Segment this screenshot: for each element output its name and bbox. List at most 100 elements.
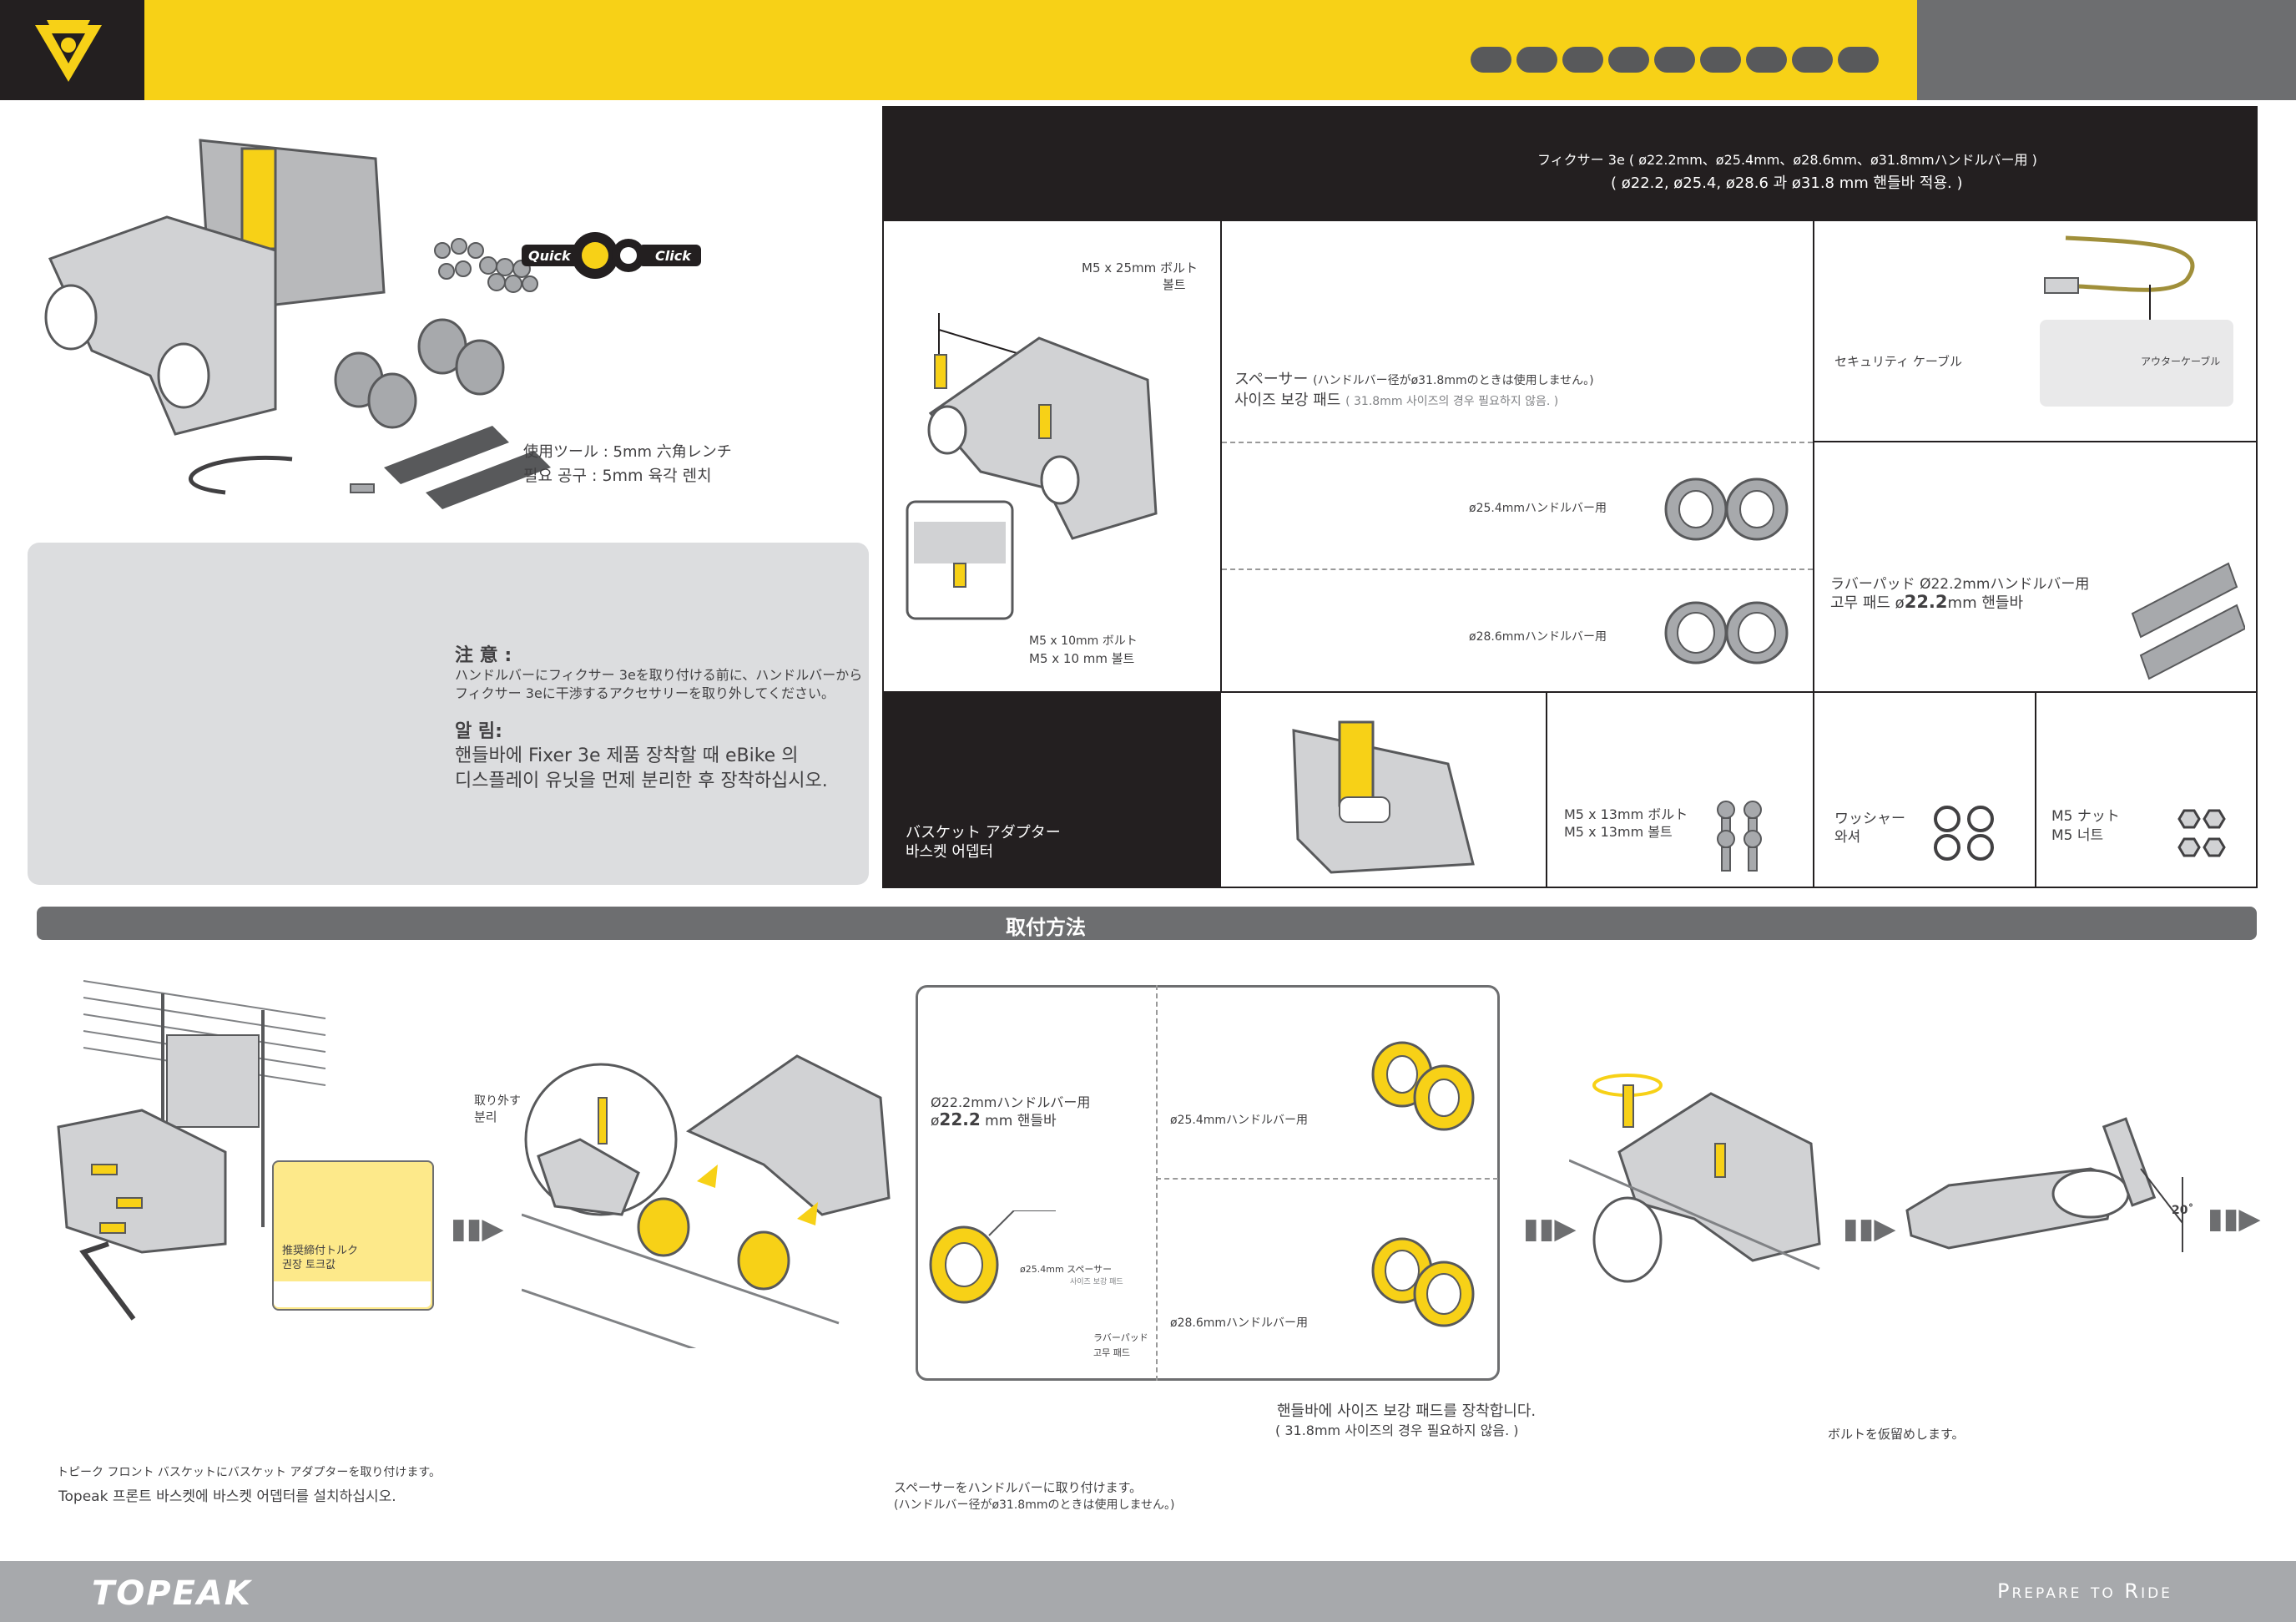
spacer-286-icon <box>1664 601 1789 664</box>
language-dot <box>1654 47 1695 73</box>
table-divider <box>2035 693 2036 887</box>
language-dot <box>1746 47 1787 73</box>
box-254-spacer-icon <box>1371 1041 1475 1131</box>
box-dashed-divider <box>1156 985 1158 1381</box>
step4-illustration <box>1569 1074 1821 1283</box>
spacer-254-label: ø25.4mmハンドルバー用 <box>1469 502 1607 515</box>
bolt-m5x10-jp: M5 x 10mm ボルト <box>1029 634 1138 648</box>
outer-cable-box <box>2040 320 2233 407</box>
step2-jp-2: (ハンドルバー径がø31.8mmのときは使用しません。) <box>894 1498 1175 1512</box>
table-divider <box>1546 693 1547 887</box>
step2-jp-1: スペーサーをハンドルバーに取り付けます。 <box>894 1480 1143 1495</box>
box-spacer-label-2: 사이즈 보강 패드 <box>1070 1278 1123 1286</box>
torque-kr: 권장 토크값 <box>282 1259 336 1271</box>
washer-kr: 와셔 <box>1834 829 1861 846</box>
language-dot <box>1608 47 1649 73</box>
rubber-pad-icon <box>2131 562 2245 680</box>
install-section-bar <box>37 907 2257 940</box>
basket-adapter-cell <box>884 693 1221 887</box>
parts-header-kr: ( ø22.2, ø25.4, ø28.6 과 ø31.8 mm 핸들바 적용.… <box>1611 174 1963 192</box>
spacer-selection-box <box>916 985 1500 1381</box>
step-arrow-icon: ▮▮▶ <box>2208 1202 2261 1235</box>
torque-jp: 推奨締付トルク <box>282 1245 359 1257</box>
stem-parts-illustration <box>906 313 1158 620</box>
washer-icon <box>1934 806 1994 861</box>
header-right-block <box>1917 0 2296 100</box>
step1-illustration <box>57 980 326 1321</box>
language-dot <box>1471 47 1511 73</box>
language-dot <box>1792 47 1833 73</box>
table-divider <box>882 691 2258 693</box>
step2-illustration <box>522 1054 891 1348</box>
step1-jp: トピーク フロント バスケットにバスケット アダプターを取り付けます。 <box>57 1466 441 1479</box>
step1-kr: Topeak 프론트 바스켓에 바스켓 어뎁터를 설치하십시오. <box>58 1488 396 1505</box>
table-divider <box>1813 221 1814 693</box>
box-spacer-illustration <box>929 1210 1056 1304</box>
install-section-title: 取付方法 <box>1006 916 1086 939</box>
language-dot <box>1562 47 1603 73</box>
language-dot <box>1838 47 1879 73</box>
footer-slogan: Prepare to Ride <box>1997 1579 2172 1603</box>
washer-jp: ワッシャー <box>1834 811 1905 827</box>
angle-label: 20˚ <box>2172 1204 2194 1217</box>
spacer-kr: 사이즈 보강 패드 ( 31.8mm 사이즈의 경우 필요하지 않음. ) <box>1234 392 1559 409</box>
table-divider <box>1220 221 1222 693</box>
footer-brand: TOPEAK <box>92 1574 252 1613</box>
notice-body-jp-2: フィクサー 3eに干渉するアクセサリーを取り外してください。 <box>455 685 835 701</box>
notice-body-kr-2: 디스플레이 유닛을 먼제 분리한 후 장착하십시오. <box>455 771 828 791</box>
topeak-triangle-logo-icon <box>35 20 102 82</box>
basket-adapter-kr: 바스켓 어뎁터 <box>906 843 994 861</box>
box-254-label: ø25.4mmハンドルバー用 <box>1170 1114 1309 1127</box>
rubber-pad-kr: 고무 패드 ø22.2mm 핸들바 <box>1830 592 2024 612</box>
nut-jp: M5 ナット <box>2051 808 2120 825</box>
tool-line-jp: 使用ツール : 5mm 六角レンチ <box>523 443 732 461</box>
notice-box <box>28 543 869 885</box>
notice-body-kr-1: 핸들바에 Fixer 3e 제품 장착할 때 eBike 의 <box>455 745 799 766</box>
notice-title-kr: 알 림: <box>455 721 502 742</box>
bolt-m5x13-icon <box>1717 801 1762 872</box>
quick-click-badge: Quick Click <box>522 230 705 280</box>
spacer-jp: スペーサー (ハンドルバー径がø31.8mmのときは使用しません。) <box>1234 371 1594 388</box>
parts-header-jp: フィクサー 3e ( ø22.2mm、ø25.4mm、ø28.6mm、ø31.8… <box>1537 152 2037 168</box>
table-dashed-divider <box>1222 568 1813 570</box>
logo-box <box>0 0 144 100</box>
language-dot <box>1516 47 1557 73</box>
bolt-m5x13-jp: M5 x 13mm ボルト <box>1564 806 1688 822</box>
svg-text:Click: Click <box>655 248 692 264</box>
basket-adapter-icon <box>1292 720 1475 874</box>
remove-kr: 분리 <box>474 1109 497 1124</box>
basket-adapter-jp: バスケット アダプター <box>906 824 1061 841</box>
box-dashed-divider <box>1156 1178 1498 1180</box>
security-cable-icon <box>2044 235 2195 320</box>
nut-icon <box>2177 809 2226 857</box>
rubber-pad-jp: ラバーパッド Ø22.2mmハンドルバー用 <box>1830 576 2090 593</box>
table-dashed-divider <box>1222 442 1813 443</box>
nut-kr: M5 너트 <box>2051 827 2104 844</box>
notice-title-jp: 注 意 : <box>455 645 512 666</box>
bolt-m5x25-jp: M5 x 25mm ボルト <box>1082 260 1198 275</box>
box-spacer-label-1: ø25.4mm スペーサー <box>1020 1264 1113 1275</box>
tool-line-kr: 필요 공구 : 5mm 육각 렌치 <box>523 467 712 485</box>
bolt-m5x13-kr: M5 x 13mm 볼트 <box>1564 824 1673 840</box>
step3-kr-1: 핸들바에 사이즈 보강 패드를 장착합니다. <box>1277 1402 1537 1420</box>
step-arrow-icon: ▮▮▶ <box>1843 1212 1896 1246</box>
box-286-label: ø28.6mmハンドルバー用 <box>1170 1316 1309 1330</box>
box-222-jp: Ø22.2mmハンドルバー用 <box>931 1094 1091 1110</box>
step5-illustration <box>1905 1117 2183 1252</box>
bolt-m5x10-kr: M5 x 10 mm 볼트 <box>1029 651 1135 666</box>
spacer-286-label: ø28.6mmハンドルバー用 <box>1469 630 1607 644</box>
step-arrow-icon: ▮▮▶ <box>1523 1212 1577 1246</box>
footer-bar <box>0 1561 2296 1622</box>
language-dot <box>1700 47 1741 73</box>
package-contents-illustration <box>44 139 551 509</box>
step-arrow-icon: ▮▮▶ <box>451 1212 504 1246</box>
table-divider <box>1813 441 2258 442</box>
spacer-254-icon <box>1664 478 1789 541</box>
torque-box-value <box>274 1281 431 1307</box>
box-rubber-label-2: 고무 패드 <box>1093 1347 1130 1358</box>
notice-body-jp-1: ハンドルバーにフィクサー 3eを取り付ける前に、ハンドルバーから <box>455 667 863 683</box>
quick-click-icon: Quick Click <box>522 232 701 279</box>
security-cable-label: セキュリティ ケーブル <box>1834 354 1962 369</box>
box-286-spacer-icon <box>1371 1237 1475 1327</box>
bolt-m5x25-kr: 볼트 <box>1163 277 1186 292</box>
